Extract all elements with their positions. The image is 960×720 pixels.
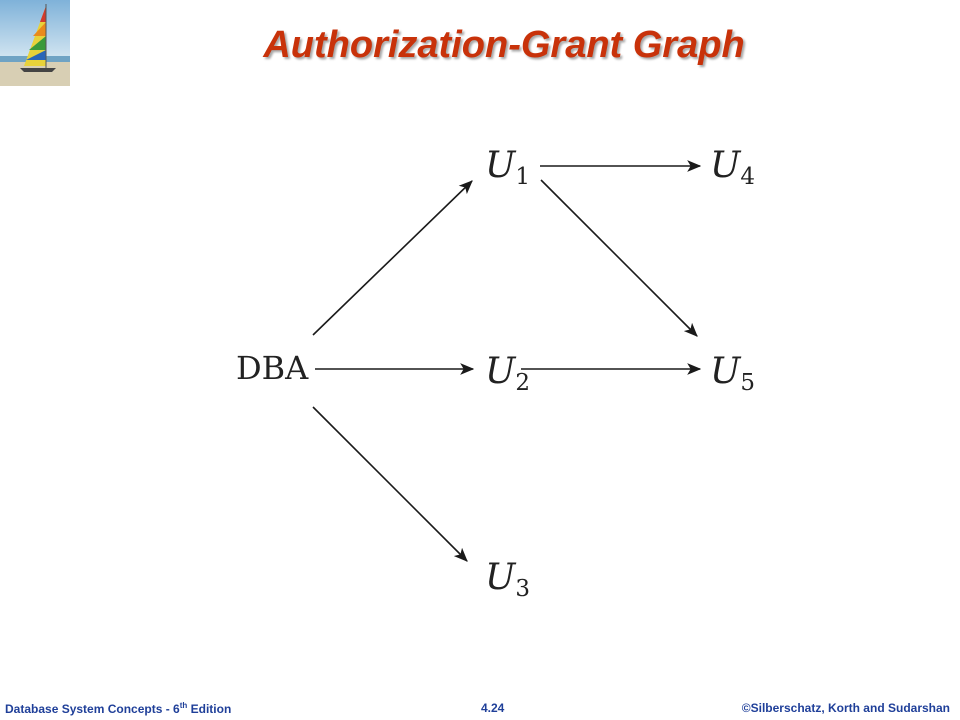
edges-layer <box>312 160 702 562</box>
node-u1: U1 <box>485 145 530 190</box>
node-dba: DBA <box>236 349 309 387</box>
sailboat-logo-icon <box>0 0 70 86</box>
edge-dba-to-u3 <box>312 406 468 562</box>
edge-u1-to-u5 <box>540 179 698 337</box>
node-u2: U2 <box>485 351 530 396</box>
footer-book-title: Database System Concepts - 6th Edition <box>5 701 232 716</box>
edge-dba-to-u1 <box>312 180 473 336</box>
node-u5: U5 <box>710 351 755 396</box>
slide-title: Authorization-Grant Graph <box>263 24 745 66</box>
node-u3: U3 <box>485 557 530 602</box>
node-u4: U4 <box>710 145 755 190</box>
slide-footer: Database System Concepts - 6th Edition 4… <box>0 698 960 720</box>
footer-page-number: 4.24 <box>481 701 505 715</box>
footer-copyright: ©Silberschatz, Korth and Sudarshan <box>741 701 950 715</box>
